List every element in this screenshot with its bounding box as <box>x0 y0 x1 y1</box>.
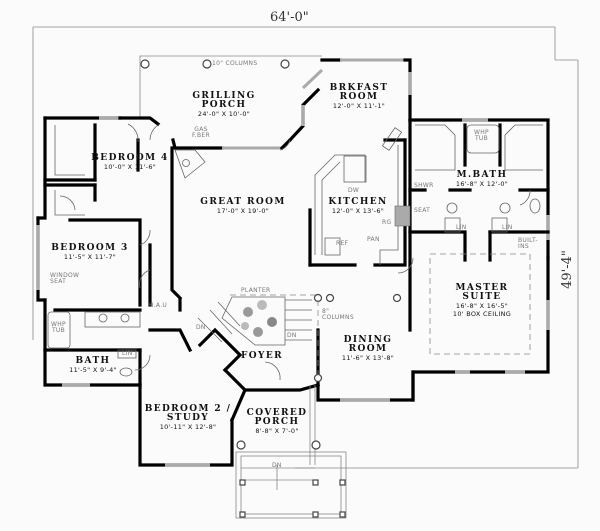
note-10in-columns: 10" COLUMNS <box>212 60 258 67</box>
note-gas-fireplace: GAS F.BER <box>192 126 210 140</box>
note-whp-tub-master: WHP TUB <box>474 129 489 143</box>
note-seat: SEAT <box>414 207 431 214</box>
room-label-dining-room: DINING ROOM 11'-6" X 13'-8" <box>341 335 395 362</box>
note-shwr: SHWR <box>414 182 434 189</box>
room-label-bedroom-2-study: BEDROOM 2 / STUDY 10'-11" X 12'-8" <box>144 404 232 431</box>
note-rg: RG <box>382 219 392 226</box>
note-planter: PLANTER <box>241 287 271 294</box>
note-whp-tub-bath: WHP TUB <box>51 321 66 335</box>
room-label-bedroom-4: BEDROOM 4 10'-0" X 11'-6" <box>91 153 169 171</box>
dimension-lines <box>32 26 579 469</box>
overall-depth-dimension: 49'-4" <box>559 250 575 289</box>
note-8in-columns: 8" COLUMNS <box>322 308 354 322</box>
interior-walls <box>43 118 550 393</box>
door-swings <box>59 123 531 381</box>
note-dn-stair-right: DN <box>287 332 297 339</box>
room-label-kitchen: KITCHEN 12'-0" X 13'-6" <box>328 197 388 215</box>
stair-and-planter <box>197 293 402 383</box>
box-ceiling-outline <box>429 253 531 355</box>
room-label-master-suite: MASTER SUITE 16'-8" X 16'-5" 10' BOX CEI… <box>452 283 512 318</box>
note-window-seat: WINDOW SEAT <box>50 272 80 286</box>
room-label-m-bath: M.BATH 16'-8" X 12'-0" <box>455 170 509 188</box>
room-label-bedroom-3: BEDROOM 3 11'-5" X 11'-7" <box>51 243 129 261</box>
fixtures <box>47 124 543 377</box>
grilling-porch-outline <box>139 55 322 118</box>
covered-porch-outline <box>235 385 347 519</box>
note-dw: DW <box>348 187 360 194</box>
note-dn-porch: DN <box>272 462 282 469</box>
note-pan: PAN <box>367 236 380 243</box>
note-ref: REF <box>336 240 349 247</box>
room-label-great-room: GREAT ROOM 17'-0" X 19'-0" <box>200 197 286 215</box>
note-built-ins: BUILT- INS <box>518 237 538 251</box>
room-label-bath: BATH 11'-5" X 9'-4" <box>69 356 117 374</box>
note-lin-left: LIN <box>456 224 467 231</box>
note-hall: H.A.U <box>149 302 168 309</box>
room-label-covered-porch: COVERED PORCH 8'-8" X 7'-0" <box>246 408 308 435</box>
room-label-grilling-porch: GRILLING PORCH 24'-0" X 10'-0" <box>192 91 256 118</box>
overall-width-dimension: 64'-0" <box>270 10 309 25</box>
exterior-walls <box>36 58 550 467</box>
room-label-brkfast-room: BRKFAST ROOM 12'-0" X 11'-1" <box>329 83 389 110</box>
note-dn-stair-left: DN <box>196 324 206 331</box>
note-lin-bath: LIN <box>122 350 133 357</box>
note-lin-right: LIN <box>502 224 513 231</box>
room-label-foyer: FOYER <box>241 351 283 361</box>
